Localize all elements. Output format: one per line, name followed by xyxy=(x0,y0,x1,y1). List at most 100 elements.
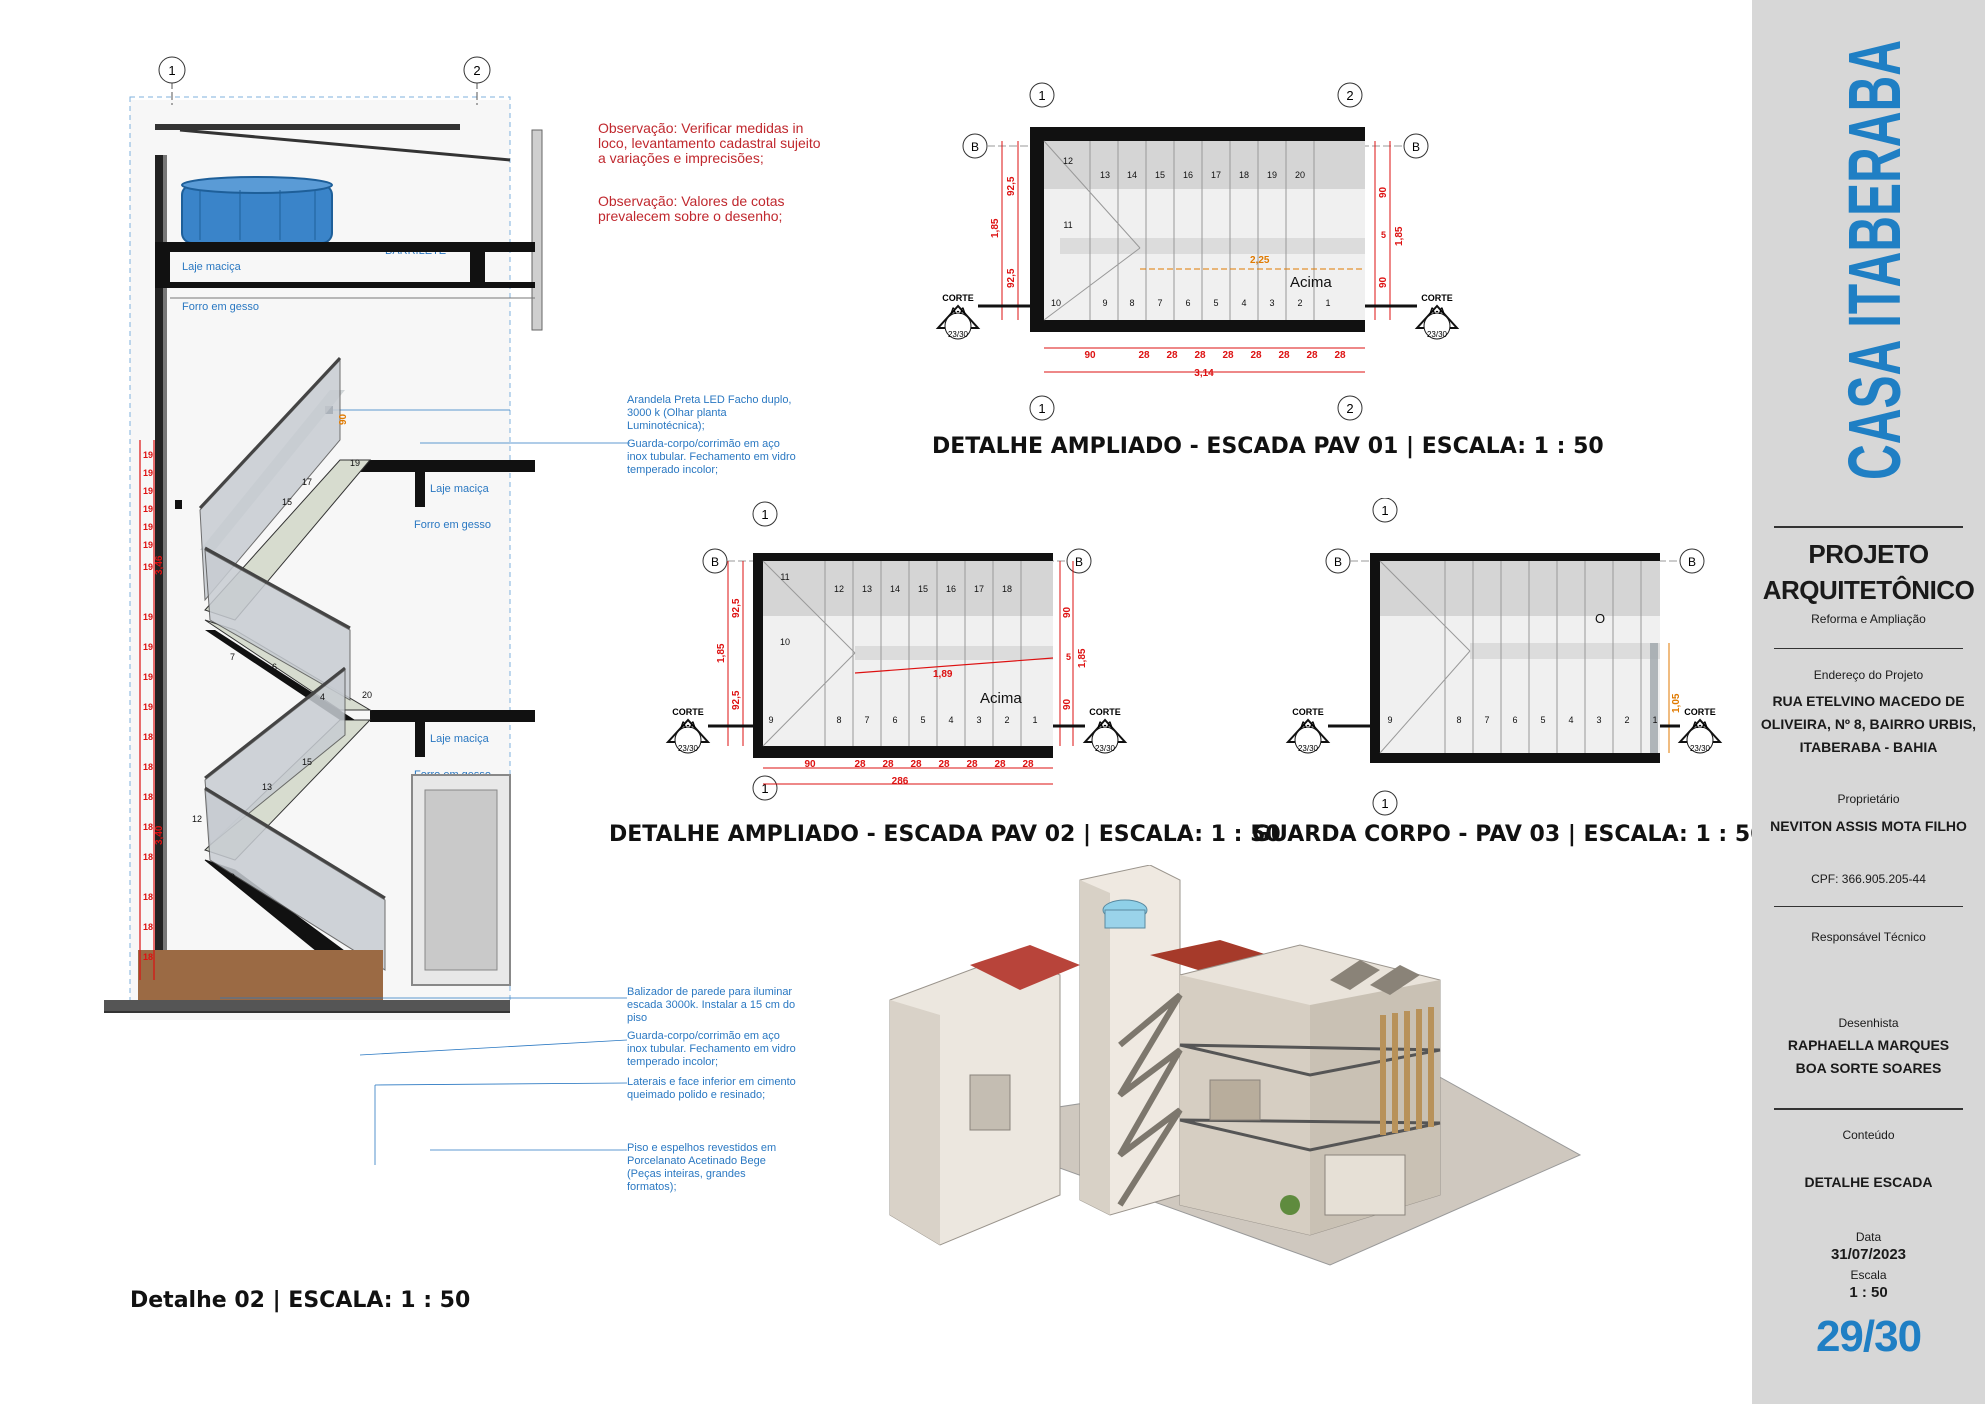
dim-18: 18 xyxy=(143,822,153,832)
step-number: 1 xyxy=(1325,298,1330,308)
step-number: 5 xyxy=(1213,298,1218,308)
step-number: 15 xyxy=(1155,170,1165,180)
sheet-ref-label: 23/30 xyxy=(1095,744,1116,753)
slab-1 xyxy=(155,242,535,252)
cut-marker-left: CORTE A-A 23/30 xyxy=(935,293,981,340)
dim-90: 90 xyxy=(1062,698,1073,710)
dim-185: 1,85 xyxy=(990,218,1001,238)
dim-19: 19 xyxy=(143,612,153,622)
dim-90: 90 xyxy=(804,759,816,770)
dim-925: 92,5 xyxy=(731,690,742,710)
step-number: 9 xyxy=(1387,715,1392,725)
laterais-note: Laterais e face inferior em cimento quei… xyxy=(627,1076,796,1101)
dim-28: 28 xyxy=(1194,350,1206,361)
dim-28: 28 xyxy=(1334,350,1346,361)
dim-18: 18 xyxy=(143,952,153,962)
step-number: 9 xyxy=(768,715,773,725)
guarda-corpo-note-1: Guarda-corpo/corrimão em aço inox tubula… xyxy=(627,438,796,476)
dim-18: 18 xyxy=(143,922,153,932)
grid-label-b: B xyxy=(971,140,979,154)
scale-label: Escala xyxy=(1850,1268,1887,1282)
step-number: 15 xyxy=(918,584,928,594)
cut-marker-right: CORTE A-A 23/30 xyxy=(1414,293,1460,340)
date-value: 31/07/2023 xyxy=(1830,1246,1907,1263)
dim-925: 92,5 xyxy=(731,598,742,618)
arandela-note: Arandela Preta LED Facho duplo, 3000 k (… xyxy=(627,394,792,432)
step-number: 7 xyxy=(864,715,869,725)
technical-responsible-label: Responsável Técnico xyxy=(1811,930,1926,944)
corte-label: CORTE xyxy=(1684,707,1716,717)
corte-label: CORTE xyxy=(672,707,704,717)
content-value: DETALHE ESCADA xyxy=(1804,1174,1933,1190)
dim-925: 92,5 xyxy=(1006,176,1017,196)
section-id-label: A-A xyxy=(1429,306,1445,316)
dim-28: 28 xyxy=(938,759,950,770)
step-number: 4 xyxy=(320,692,325,702)
dim-28: 28 xyxy=(1250,350,1262,361)
grid-label-b: B xyxy=(1075,555,1083,569)
drafter-label: Desenhista xyxy=(1838,1016,1899,1030)
dim-18: 18 xyxy=(143,732,153,742)
title-block: PROJETO ARQUITETÔNICO Reforma e Ampliaçã… xyxy=(1752,0,1985,1404)
guarda-corpo-note-2: Guarda-corpo/corrimão em aço inox tubula… xyxy=(627,1030,796,1068)
step-number: 20 xyxy=(1295,170,1305,180)
dim-19: 19 xyxy=(143,504,153,514)
project-title: CASA ITABERABA xyxy=(1833,40,1916,480)
step-number: 6 xyxy=(892,715,897,725)
corte-label: CORTE xyxy=(1292,707,1324,717)
dim-19: 19 xyxy=(143,642,153,652)
owner-cpf: CPF: 366.905.205-44 xyxy=(1811,872,1926,886)
laje-label-1: Laje maciça xyxy=(182,261,242,273)
dim-28: 28 xyxy=(910,759,922,770)
section-crop-frame xyxy=(129,96,511,1003)
dim-340: 3,40 xyxy=(154,825,165,845)
owner-label: Proprietário xyxy=(1837,792,1900,806)
stair-plan-pav02: 1 1 B B 1,89 11 12 13 14 15 16 17 xyxy=(665,501,1128,801)
slab-3 xyxy=(370,710,535,722)
sheet-ref-label: 23/30 xyxy=(1427,330,1448,339)
sheet-ref-label: 23/30 xyxy=(678,744,699,753)
step-number: 2 xyxy=(1297,298,1302,308)
grid-label-2: 2 xyxy=(1346,88,1353,103)
project-address: RUA ETELVINO MACEDO DE OLIVEIRA, Nº 8, B… xyxy=(1760,693,1977,755)
step-number: 4 xyxy=(302,932,307,942)
section-id-label: A-A xyxy=(950,306,966,316)
dim-90: 90 xyxy=(1378,186,1389,198)
grid-label-2: 2 xyxy=(1346,401,1353,416)
dim-28: 28 xyxy=(1306,350,1318,361)
dim-28: 28 xyxy=(994,759,1006,770)
step-number: 20 xyxy=(362,690,372,700)
step-number: 13 xyxy=(1100,170,1110,180)
dim-28: 28 xyxy=(854,759,866,770)
step-number: 18 xyxy=(1002,584,1012,594)
vertical-project-title: CASA ITABERABA xyxy=(1833,40,1916,480)
dim-185: 1,85 xyxy=(716,643,727,663)
cut-marker-right: CORTE A-A 23/30 xyxy=(1082,707,1128,754)
dim-18: 18 xyxy=(143,762,153,772)
observation-note-1: Observação: Verificar medidas in loco, l… xyxy=(598,120,821,166)
dim-105: 1,05 xyxy=(1671,693,1682,713)
grid-label-b: B xyxy=(1688,555,1696,569)
step-number: 17 xyxy=(974,584,984,594)
grid-label-b: B xyxy=(1412,140,1420,154)
step-number: 17 xyxy=(302,477,312,487)
cut-marker-left: CORTE A-A 23/30 xyxy=(665,707,711,754)
step-number: 15 xyxy=(302,757,312,767)
sheet-ref-label: 23/30 xyxy=(1690,744,1711,753)
dim-19: 19 xyxy=(143,562,153,572)
dim-19: 19 xyxy=(143,540,153,550)
step-number: 9 xyxy=(230,872,235,882)
step-number: 3 xyxy=(976,715,981,725)
dim-28: 28 xyxy=(1222,350,1234,361)
roof-beam xyxy=(179,128,511,162)
step-number: 11 xyxy=(780,572,789,582)
corte-label: CORTE xyxy=(942,293,974,303)
acima-label: Acima xyxy=(1290,274,1332,291)
step-number: 7 xyxy=(1484,715,1489,725)
step-number: 12 xyxy=(192,814,202,824)
dim-19: 19 xyxy=(143,486,153,496)
step-number: 12 xyxy=(1063,156,1073,166)
dim-185: 1,85 xyxy=(1394,226,1405,246)
water-tank-icon xyxy=(181,176,333,244)
step-number: 16 xyxy=(946,584,956,594)
